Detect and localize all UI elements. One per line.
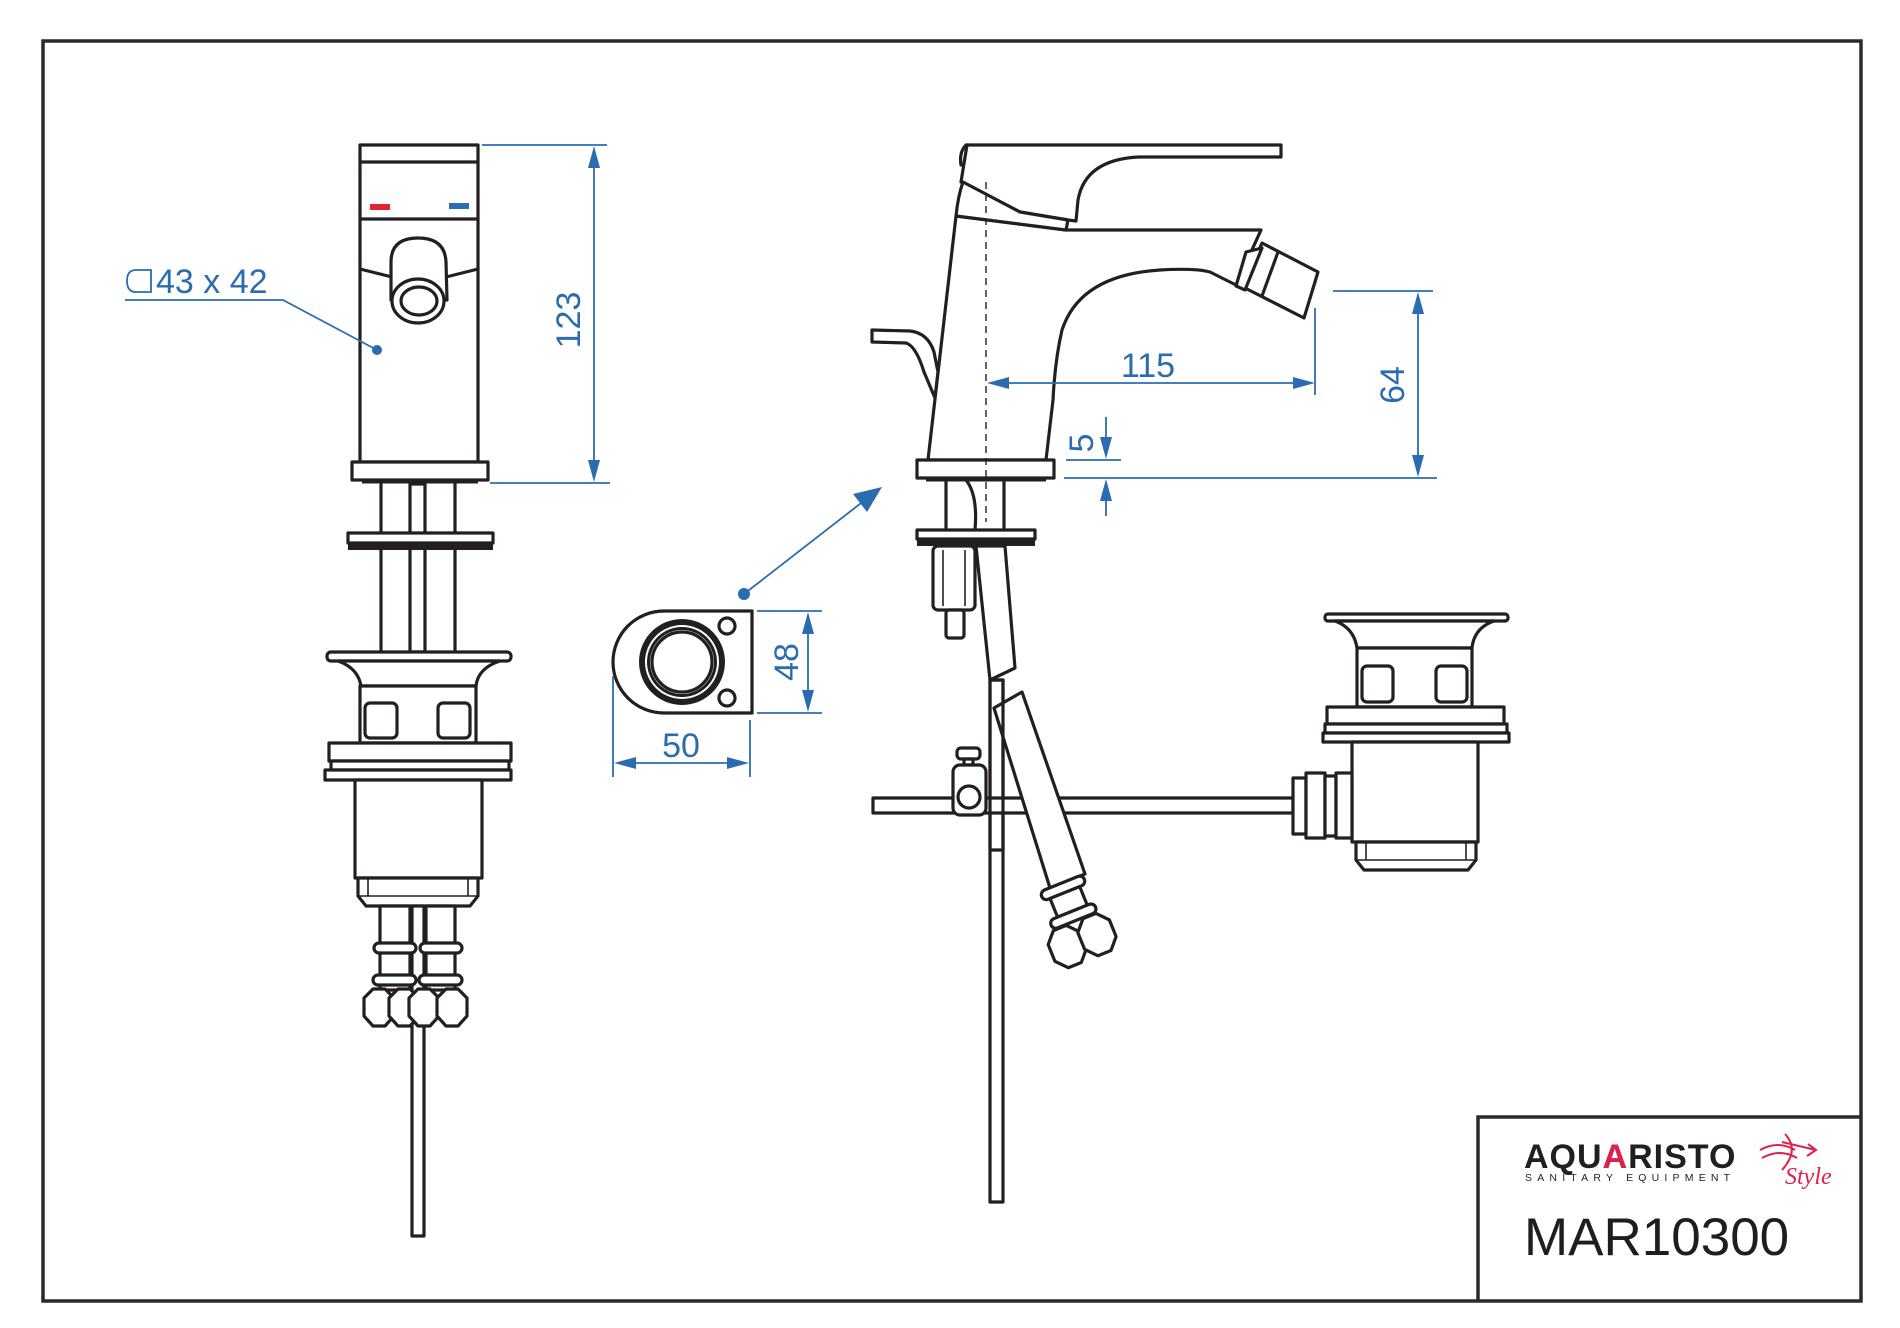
pull-rod-overlay — [988, 678, 1005, 852]
pull-rod-lower — [410, 904, 426, 1238]
hex-nut — [1046, 923, 1089, 970]
title-block: AQUARISTO AQUA SANITARY EQUIPMENT Style … — [1476, 1115, 1861, 1301]
leader-dot — [372, 345, 382, 355]
lever-handle — [959, 143, 1283, 223]
washer-side — [915, 528, 1037, 541]
arrowhead — [588, 146, 600, 168]
hex-nut — [435, 987, 469, 1028]
drain-lower-side — [1350, 740, 1480, 844]
arrowhead — [614, 757, 636, 769]
aerator-inner — [399, 285, 439, 317]
hose-ring — [371, 973, 418, 987]
view-direction-arrow — [743, 499, 866, 595]
title-block-border — [1476, 1115, 1861, 1301]
top-view: 48 50 — [611, 487, 882, 777]
drain-thread — [356, 876, 480, 908]
washer — [346, 531, 495, 545]
hose-ring — [418, 941, 464, 955]
washer-gasket — [348, 543, 493, 550]
drain-upper-body — [358, 684, 478, 745]
washer-gasket — [917, 539, 1035, 546]
height-dimension-label: 123 — [550, 292, 588, 349]
section-leader-line — [125, 299, 378, 351]
lever-hinge — [954, 180, 1070, 232]
width-dimension-label: 50 — [662, 727, 700, 765]
hose-ring — [1049, 902, 1098, 930]
base-ring-gap-2 — [650, 630, 714, 694]
arrowhead — [1100, 479, 1112, 501]
drain-lower-body — [353, 778, 484, 880]
mount-hole — [717, 688, 737, 708]
arrowhead — [1412, 455, 1424, 477]
hot-marker — [370, 204, 390, 210]
body-crease-lines — [358, 267, 480, 279]
fixing-stud — [944, 608, 966, 640]
hose-end-fittings — [1039, 874, 1118, 970]
hose-upper — [974, 544, 1017, 682]
mount-hole — [717, 616, 737, 636]
drain-window-left — [1360, 664, 1395, 704]
depth-dimension-label: 48 — [768, 643, 806, 681]
brand-tagline: SANITARY EQUIPMENT — [1525, 1172, 1735, 1184]
horizontal-rod — [871, 796, 1295, 815]
drain-upper-side — [1355, 646, 1474, 709]
pull-rod — [988, 678, 1005, 1204]
drain-ring-1 — [327, 741, 513, 763]
drain-window-left — [363, 701, 399, 740]
cold-marker — [449, 203, 469, 209]
arrowhead — [1412, 292, 1424, 314]
connector-seg — [1291, 776, 1308, 836]
hex-nut — [407, 987, 441, 1028]
arrowhead — [1293, 377, 1315, 389]
drain-thread-side — [1354, 840, 1478, 872]
base-plate — [350, 460, 490, 482]
drain-cup — [336, 659, 502, 688]
arrowhead — [802, 612, 814, 634]
rectangular-section-icon — [126, 269, 152, 293]
body-section-label: 43 x 42 — [156, 263, 268, 301]
aerator-swivel — [1234, 246, 1264, 292]
connector-seg — [1323, 774, 1338, 838]
arrowhead — [802, 690, 814, 712]
fixing-nut — [931, 544, 977, 612]
spout-height-label: 64 — [1374, 366, 1412, 404]
pull-rod-upper — [408, 482, 427, 654]
front-view: 43 x 42 123 — [125, 143, 610, 1238]
logo-arrow — [1781, 1133, 1818, 1171]
aerator-ring-line — [1260, 250, 1280, 298]
hose-curve — [964, 478, 978, 532]
side-view: 115 64 5 — [870, 143, 1511, 1204]
drain-window-right — [1434, 664, 1469, 704]
spout-reach-label: 115 — [1121, 347, 1175, 385]
drain-ring-1 — [1325, 705, 1506, 726]
arrowhead — [987, 377, 1009, 389]
brand-logo: AQUARISTO AQUA SANITARY EQUIPMENT Style — [1524, 1133, 1832, 1190]
hose-lower — [992, 690, 1087, 890]
hose-ring — [372, 941, 418, 955]
view-arrow-dot — [738, 588, 750, 600]
drain-window-right — [436, 701, 472, 740]
arrowhead — [727, 757, 749, 769]
hose-ring — [417, 973, 464, 987]
lever-pivot — [958, 143, 968, 167]
mixer-body-side — [926, 214, 1263, 462]
popup-lever — [870, 328, 940, 400]
base-thickness-label: 5 — [1063, 434, 1101, 453]
hex-nut — [362, 987, 396, 1028]
drawing-frame — [41, 39, 1863, 1303]
connector-seg — [1334, 771, 1354, 840]
brand-name-accent: AQUA — [1524, 1138, 1628, 1176]
arrowhead — [1100, 437, 1112, 459]
brand-name: AQUARISTO — [1524, 1138, 1736, 1176]
connector-seg — [1304, 771, 1327, 840]
model-code: MAR10300 — [1524, 1208, 1789, 1267]
drain-cup-side — [1333, 619, 1496, 650]
brand-script: Style — [1785, 1164, 1832, 1190]
clip-screw — [956, 784, 982, 810]
arrowhead — [588, 460, 600, 482]
arrowhead — [853, 487, 882, 512]
base-ring-inner — [650, 630, 714, 694]
hex-nut — [1076, 911, 1118, 958]
clip-cap — [955, 746, 982, 761]
